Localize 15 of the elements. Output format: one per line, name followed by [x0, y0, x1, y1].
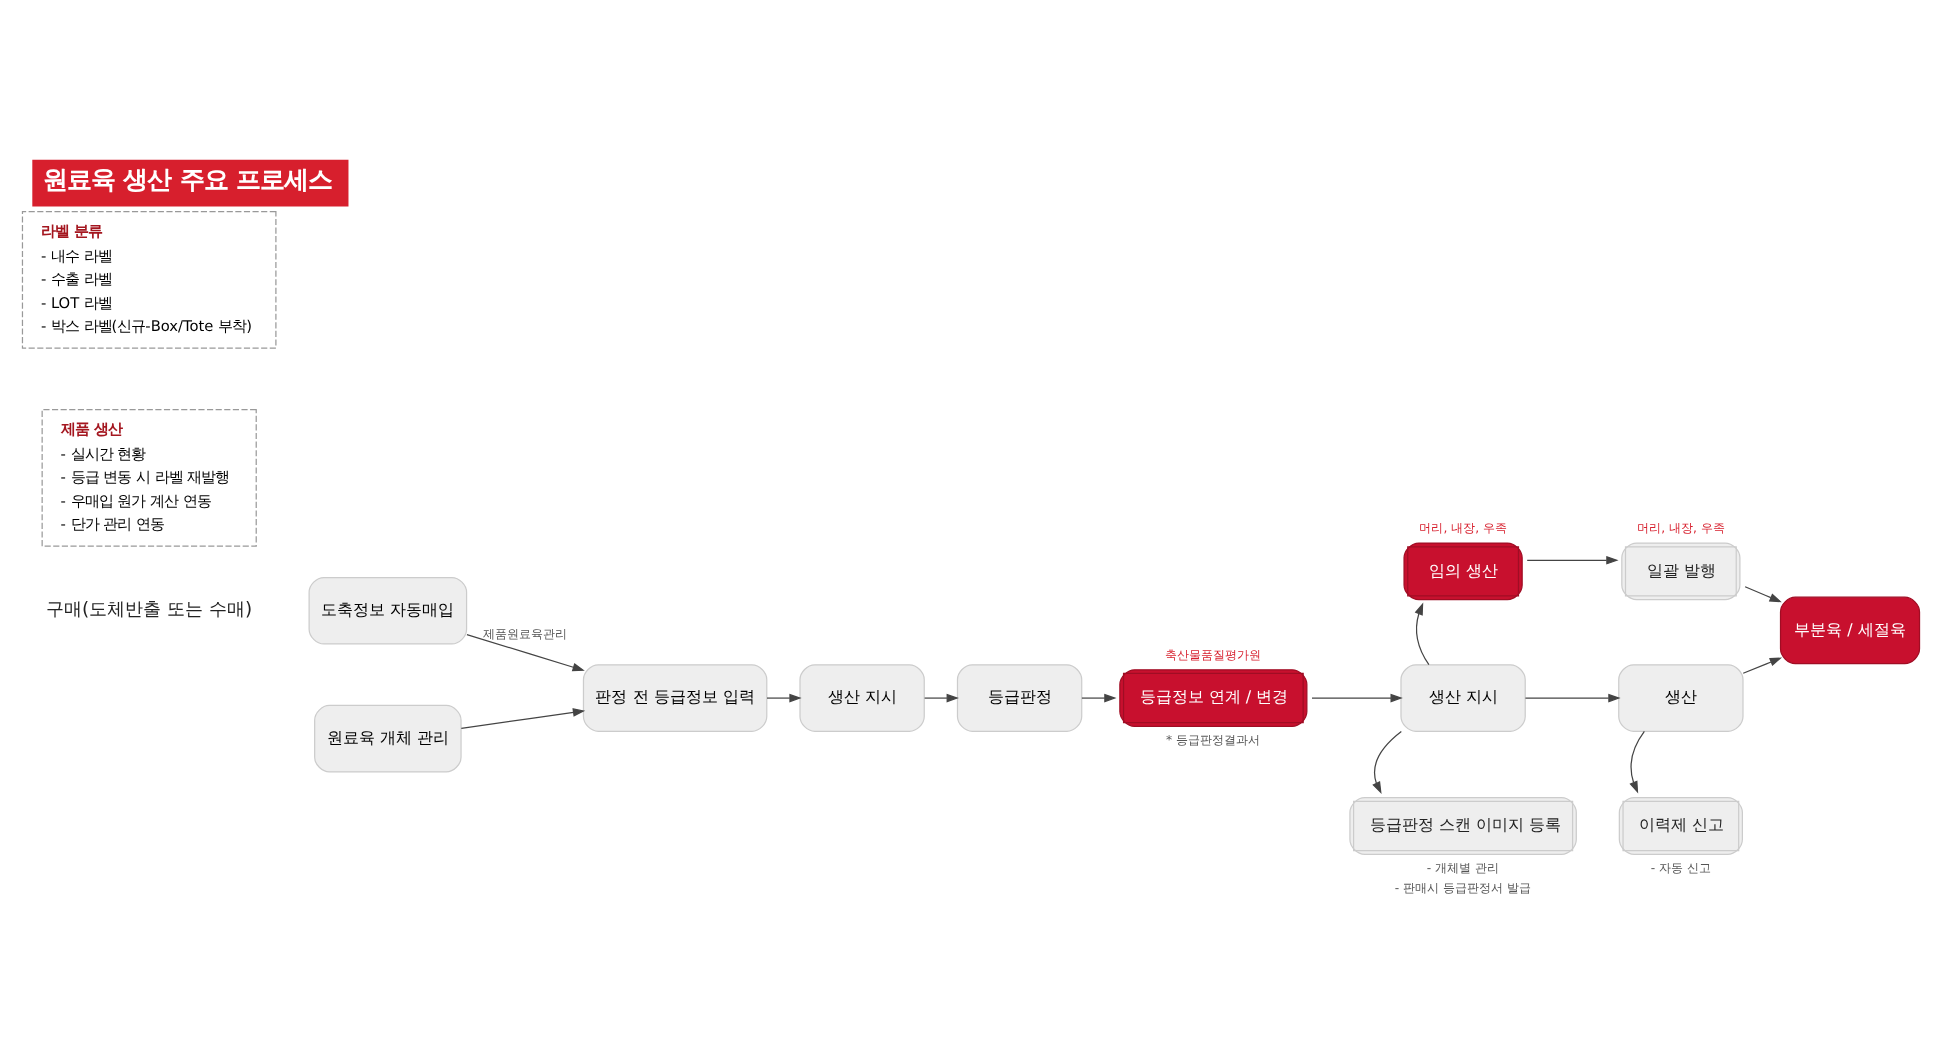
arrow [460, 708, 586, 729]
arrow [924, 693, 959, 703]
arrow [1081, 693, 1117, 703]
arrow [466, 634, 585, 672]
arrow [1372, 730, 1402, 794]
arrow [1744, 586, 1782, 603]
label: 구매(도체반출 또는 수매) [46, 599, 253, 622]
arrow [1526, 556, 1619, 565]
arrow [1629, 730, 1645, 794]
diagram-title: 원료육 생산 주요 프로세스 [42, 166, 333, 195]
arrow [1311, 693, 1403, 703]
arrow [766, 693, 802, 703]
arrow [1524, 693, 1621, 703]
arrow [1414, 602, 1430, 666]
arrow [1742, 657, 1783, 674]
